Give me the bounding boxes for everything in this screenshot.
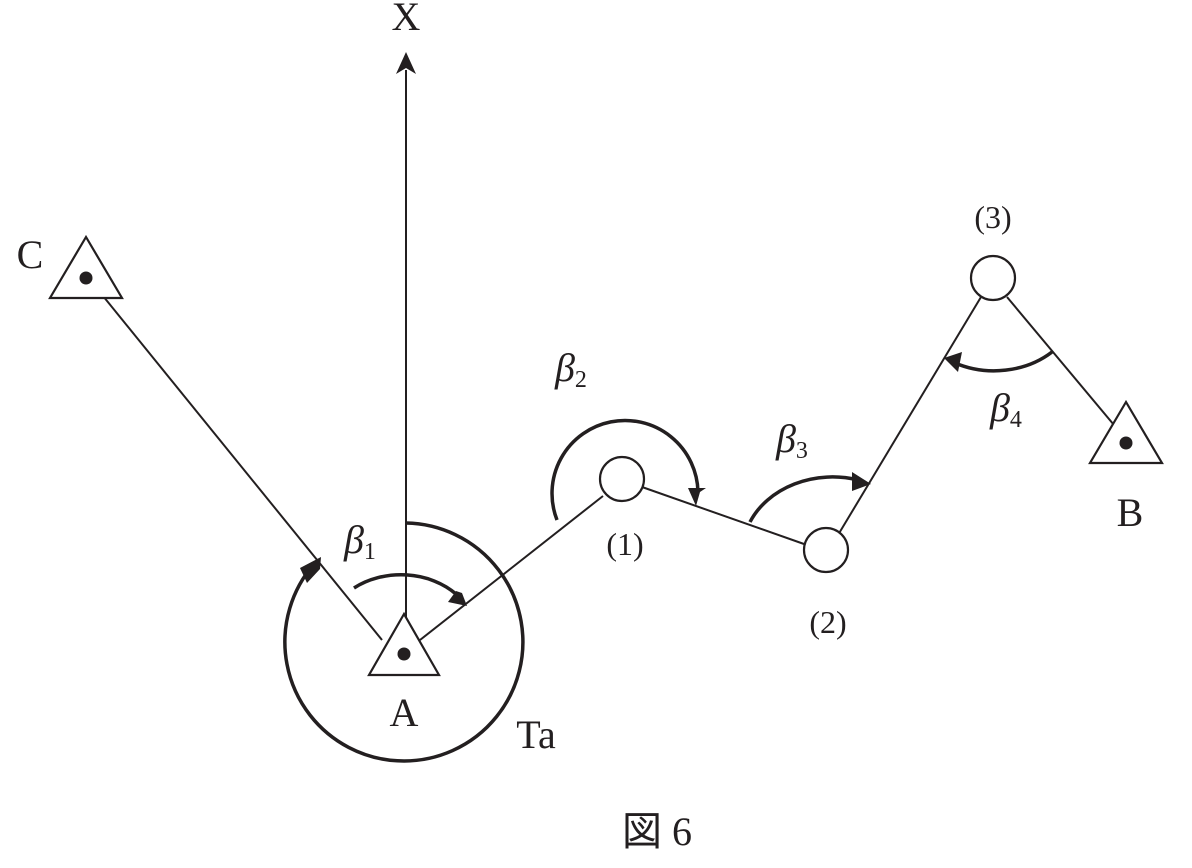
line-a-1 (419, 495, 604, 641)
station-1-marker (598, 455, 646, 503)
point-c-label: C (17, 232, 44, 277)
station-2-label: (2) (809, 604, 846, 640)
figure-caption: 図 6 (622, 809, 692, 854)
station-1-label: (1) (606, 526, 643, 562)
beta4-label: β4 (989, 385, 1022, 433)
line-c-a (102, 295, 383, 641)
beta3-label: β3 (775, 416, 808, 464)
beta1-arc (353, 573, 467, 606)
point-a-label: A (390, 690, 419, 735)
beta3-arc (748, 472, 871, 523)
point-c-marker (48, 234, 124, 300)
station-3-marker (969, 254, 1017, 302)
point-b-marker (1088, 399, 1164, 465)
x-axis-arrowhead (396, 52, 416, 74)
station-3-label: (3) (974, 199, 1011, 235)
line-2-3 (837, 296, 982, 536)
beta2-arc (550, 418, 706, 521)
beta2-label: β2 (554, 345, 587, 393)
line-1-2 (641, 486, 805, 545)
ta-arc (283, 521, 525, 763)
axis-x-label: X (392, 0, 421, 39)
point-b-label: B (1117, 490, 1144, 535)
beta4-arc (944, 350, 1054, 373)
station-2-marker (802, 526, 850, 574)
point-a-marker (367, 611, 441, 677)
azimuth-ta-label: Ta (516, 712, 556, 757)
line-3-b (1006, 296, 1115, 426)
beta1-label: β1 (343, 517, 376, 565)
